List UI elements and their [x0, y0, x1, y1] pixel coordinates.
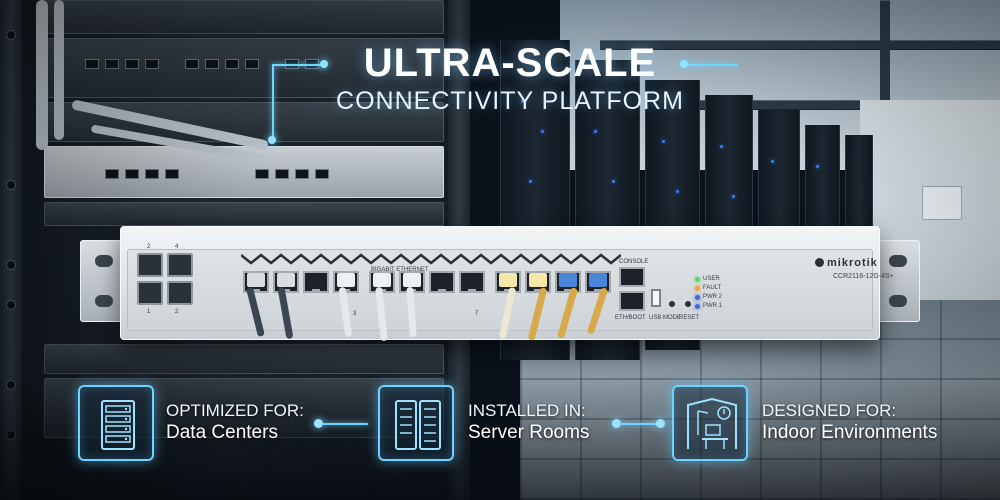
ethernet-plug	[247, 273, 265, 287]
feature-label: DESIGNED FOR:	[762, 401, 897, 420]
rack-ear-left	[80, 240, 126, 322]
reset-button[interactable]	[685, 301, 691, 307]
status-led	[695, 295, 700, 300]
ethernet-plug	[529, 273, 547, 287]
rack-ear-right	[874, 240, 920, 322]
sfp-ports: 2 4 1 2	[137, 244, 195, 315]
ethernet-plug	[559, 273, 577, 287]
ethernet-plug	[499, 273, 517, 287]
headline-dot	[320, 60, 328, 68]
ethernet-plug	[337, 273, 355, 287]
blank-panel	[44, 202, 444, 226]
connector-dot	[314, 419, 323, 428]
ethernet-plug	[403, 273, 421, 287]
router-chassis: 2 4 1 2 BIGABIT ETHERNET 3 7 8	[120, 226, 894, 342]
ethernet-plug	[589, 273, 607, 287]
headline-title: ULTRA-SCALE	[363, 41, 657, 85]
brand-name: mikrotik	[827, 257, 878, 269]
feature-value: Data Centers	[166, 422, 278, 443]
brand-logo-icon	[815, 258, 824, 267]
sfp-port[interactable]	[137, 281, 163, 305]
cable-tray	[600, 40, 1000, 50]
status-led	[695, 304, 700, 309]
ethernet-plug	[277, 273, 295, 287]
connector-dot	[612, 419, 621, 428]
headline: ULTRA-SCALE CONNECTIVITY PLATFORM	[300, 40, 720, 116]
ethernet-port[interactable]	[429, 271, 455, 293]
eth-boot-label: ETH/BOOT	[615, 315, 646, 321]
console-port[interactable]	[619, 267, 645, 287]
cable-tray	[660, 100, 1000, 110]
feature-value: Indoor Environments	[762, 422, 938, 443]
feature-server-rooms: INSTALLED IN: Server Rooms	[468, 401, 589, 445]
reset-label: RESET	[679, 315, 700, 321]
mode-button[interactable]	[669, 301, 675, 307]
status-led	[695, 277, 700, 282]
ethernet-plug	[373, 273, 391, 287]
ethernet-port[interactable]	[303, 271, 329, 293]
usb-label: USB	[649, 315, 662, 321]
headline-dot	[680, 60, 688, 68]
headline-connector	[272, 66, 274, 140]
status-led	[695, 286, 700, 291]
feature-label: INSTALLED IN:	[468, 401, 586, 420]
console-label: CONSOLE	[619, 259, 649, 265]
feature-value: Server Rooms	[468, 422, 590, 443]
switch-unit	[44, 344, 444, 374]
electrical-box	[922, 186, 962, 220]
router-device: 2 4 1 2 BIGABIT ETHERNET 3 7 8	[80, 222, 920, 344]
sfp-port[interactable]	[167, 281, 193, 305]
connector-dot	[656, 419, 665, 428]
headline-dot	[268, 136, 276, 144]
connector-line	[620, 423, 658, 425]
sfp-port[interactable]	[137, 253, 163, 277]
feature-indoor-environments: DESIGNED FOR: Indoor Environments	[762, 401, 937, 445]
feature-data-centers: OPTIMIZED FOR: Data Centers	[166, 401, 304, 445]
patch-panel	[44, 38, 444, 98]
usb-port[interactable]	[651, 289, 661, 307]
ethernet-label: BIGABIT ETHERNET	[371, 267, 429, 273]
feature-row: OPTIMIZED FOR: Data Centers INSTALLED IN…	[0, 385, 1000, 465]
ethernet-port[interactable]	[459, 271, 485, 293]
headline-connector	[272, 64, 324, 66]
sfp-port[interactable]	[167, 253, 193, 277]
connector-line	[322, 423, 368, 425]
server-cabinet-icon	[378, 385, 454, 461]
indoor-office-icon	[672, 385, 748, 461]
zigzag-trim	[241, 253, 621, 265]
headline-subtitle: CONNECTIVITY PLATFORM	[336, 87, 684, 115]
mode-label: MODE	[663, 315, 681, 321]
server-rack-icon	[78, 385, 154, 461]
eth-boot-port[interactable]	[619, 291, 645, 311]
switch-unit	[44, 0, 444, 34]
headline-connector	[688, 64, 738, 66]
model-number: CCR2116-12G-4S+	[833, 273, 894, 280]
feature-label: OPTIMIZED FOR:	[166, 401, 304, 420]
